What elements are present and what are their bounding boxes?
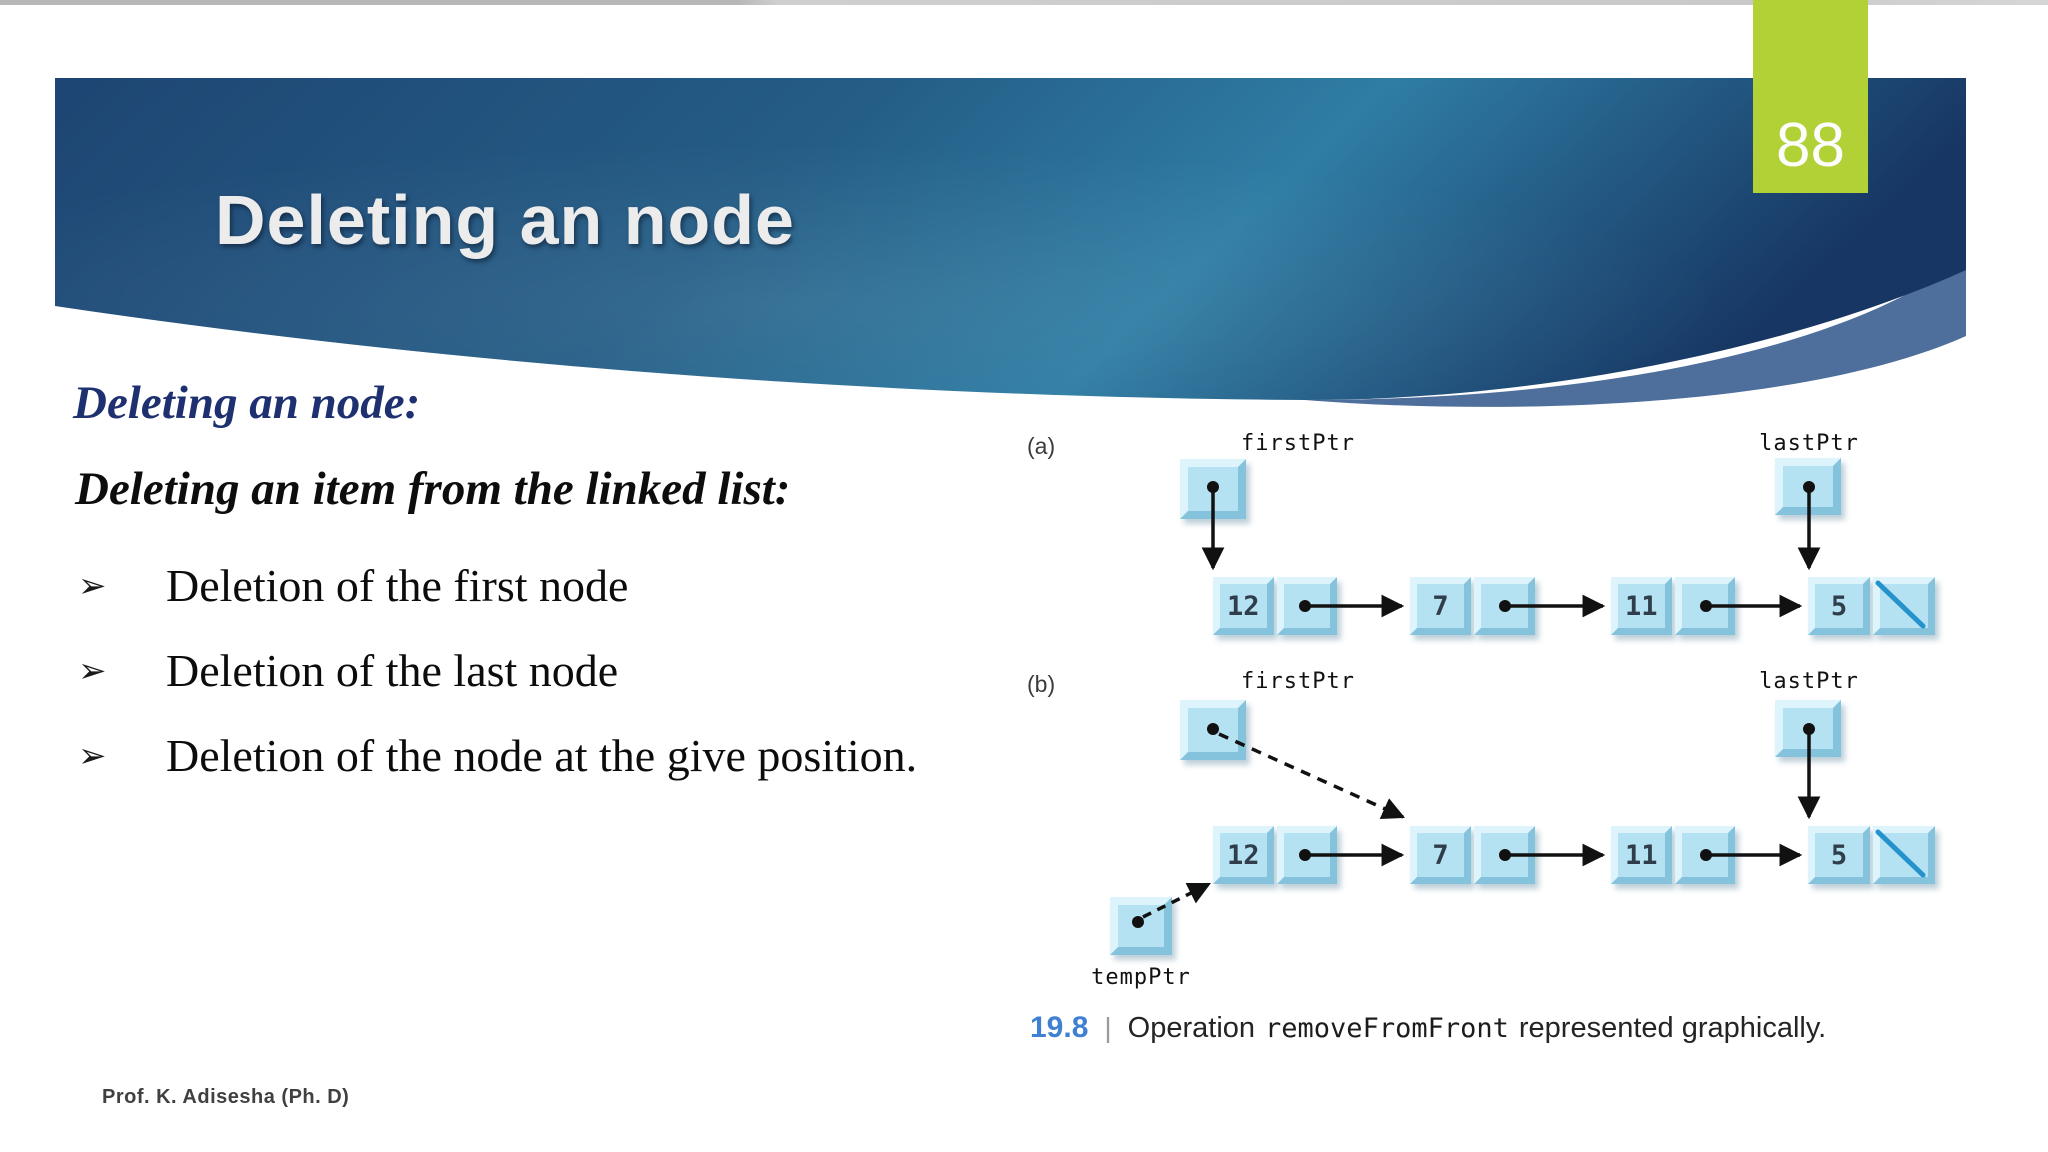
node-12-b: 12 <box>1213 826 1337 884</box>
node-null-cell <box>1873 826 1935 884</box>
node-data-cell: 11 <box>1611 826 1672 884</box>
temp-ptr-label: tempPtr <box>1091 965 1191 990</box>
arrow-bullet-icon: ➢ <box>78 735 107 776</box>
bullet-list: ➢ Deletion of the first node ➢ Deletion … <box>78 543 917 798</box>
node-11-b: 11 <box>1611 826 1735 884</box>
title-banner: Deleting an node <box>55 78 1966 423</box>
banner-swoosh <box>1305 256 1966 407</box>
list-item: ➢ Deletion of the last node <box>78 628 917 713</box>
node-data-cell: 11 <box>1611 577 1672 635</box>
heading-secondary: Deleting an item from the linked list: <box>75 463 791 515</box>
node-7-a: 7 <box>1410 577 1535 635</box>
node-data-cell: 7 <box>1410 577 1471 635</box>
node-data-cell: 12 <box>1213 577 1274 635</box>
first-ptr-dashed-arrow-b <box>1218 732 1406 819</box>
node-pointer-cell <box>1474 577 1535 635</box>
first-ptr-box-a <box>1180 459 1246 519</box>
node-pointer-cell <box>1474 826 1535 884</box>
first-ptr-label-b: firstPtr <box>1241 669 1355 694</box>
last-ptr-box-b <box>1775 700 1841 757</box>
banner-shape <box>55 78 1966 407</box>
caption-divider: | <box>1104 1012 1112 1043</box>
page-number: 88 <box>1776 111 1845 180</box>
figure-caption: 19.8 | Operation removeFromFront represe… <box>1030 1011 1826 1045</box>
linked-list-figure: (a) firstPtr lastPtr 12 7 11 5 (b) first… <box>1005 425 1960 1105</box>
node-pointer-cell <box>1674 577 1735 635</box>
node-12-a: 12 <box>1213 577 1337 635</box>
last-ptr-box-a <box>1775 458 1841 515</box>
node-value: 5 <box>1830 590 1848 622</box>
node-null-cell <box>1873 577 1935 635</box>
node-pointer-cell <box>1276 577 1337 635</box>
page-number-badge: 88 <box>1753 0 1868 193</box>
last-ptr-label-a: lastPtr <box>1759 431 1859 456</box>
arrow-bullet-icon: ➢ <box>78 650 107 691</box>
node-value: 7 <box>1432 839 1449 871</box>
first-ptr-box-b <box>1180 700 1246 760</box>
bullet-text: Deletion of the first node <box>166 560 629 611</box>
figure-row-b-label: (b) <box>1027 671 1056 697</box>
node-5-b: 5 <box>1808 826 1935 884</box>
list-item: ➢ Deletion of the first node <box>78 543 917 628</box>
caption-text-after: represented graphically. <box>1518 1012 1827 1044</box>
node-pointer-cell <box>1276 826 1337 884</box>
temp-ptr-box <box>1110 897 1172 955</box>
figure-row-a-label: (a) <box>1027 433 1056 459</box>
author-footer: Prof. K. Adisesha (Ph. D) <box>102 1086 350 1108</box>
node-data-cell: 7 <box>1410 826 1471 884</box>
node-7-b: 7 <box>1410 826 1535 884</box>
arrow-bullet-icon: ➢ <box>78 565 107 606</box>
bullet-text: Deletion of the node at the give positio… <box>166 730 918 781</box>
figure-arrows <box>1132 481 1926 928</box>
node-5-a: 5 <box>1808 577 1935 635</box>
first-ptr-label-a: firstPtr <box>1241 431 1355 456</box>
top-divider-line <box>0 0 2048 5</box>
slide-title: Deleting an node <box>215 181 795 259</box>
node-value: 7 <box>1432 590 1449 622</box>
node-value: 5 <box>1830 839 1848 871</box>
node-pointer-cell <box>1674 826 1735 884</box>
heading-primary: Deleting an node: <box>73 377 421 429</box>
node-value: 11 <box>1624 590 1658 622</box>
node-data-cell: 12 <box>1213 826 1274 884</box>
list-item: ➢ Deletion of the node at the give posit… <box>78 713 917 798</box>
caption-code: removeFromFront <box>1265 1013 1509 1044</box>
node-data-cell: 5 <box>1808 826 1870 884</box>
caption-number: 19.8 <box>1030 1011 1089 1044</box>
last-ptr-label-b: lastPtr <box>1759 669 1859 694</box>
node-value: 11 <box>1624 839 1658 871</box>
node-data-cell: 5 <box>1808 577 1870 635</box>
node-11-a: 11 <box>1611 577 1735 635</box>
node-value: 12 <box>1226 590 1260 622</box>
bullet-text: Deletion of the last node <box>166 645 619 696</box>
caption-text-before: Operation <box>1127 1012 1256 1044</box>
node-value: 12 <box>1226 839 1260 871</box>
